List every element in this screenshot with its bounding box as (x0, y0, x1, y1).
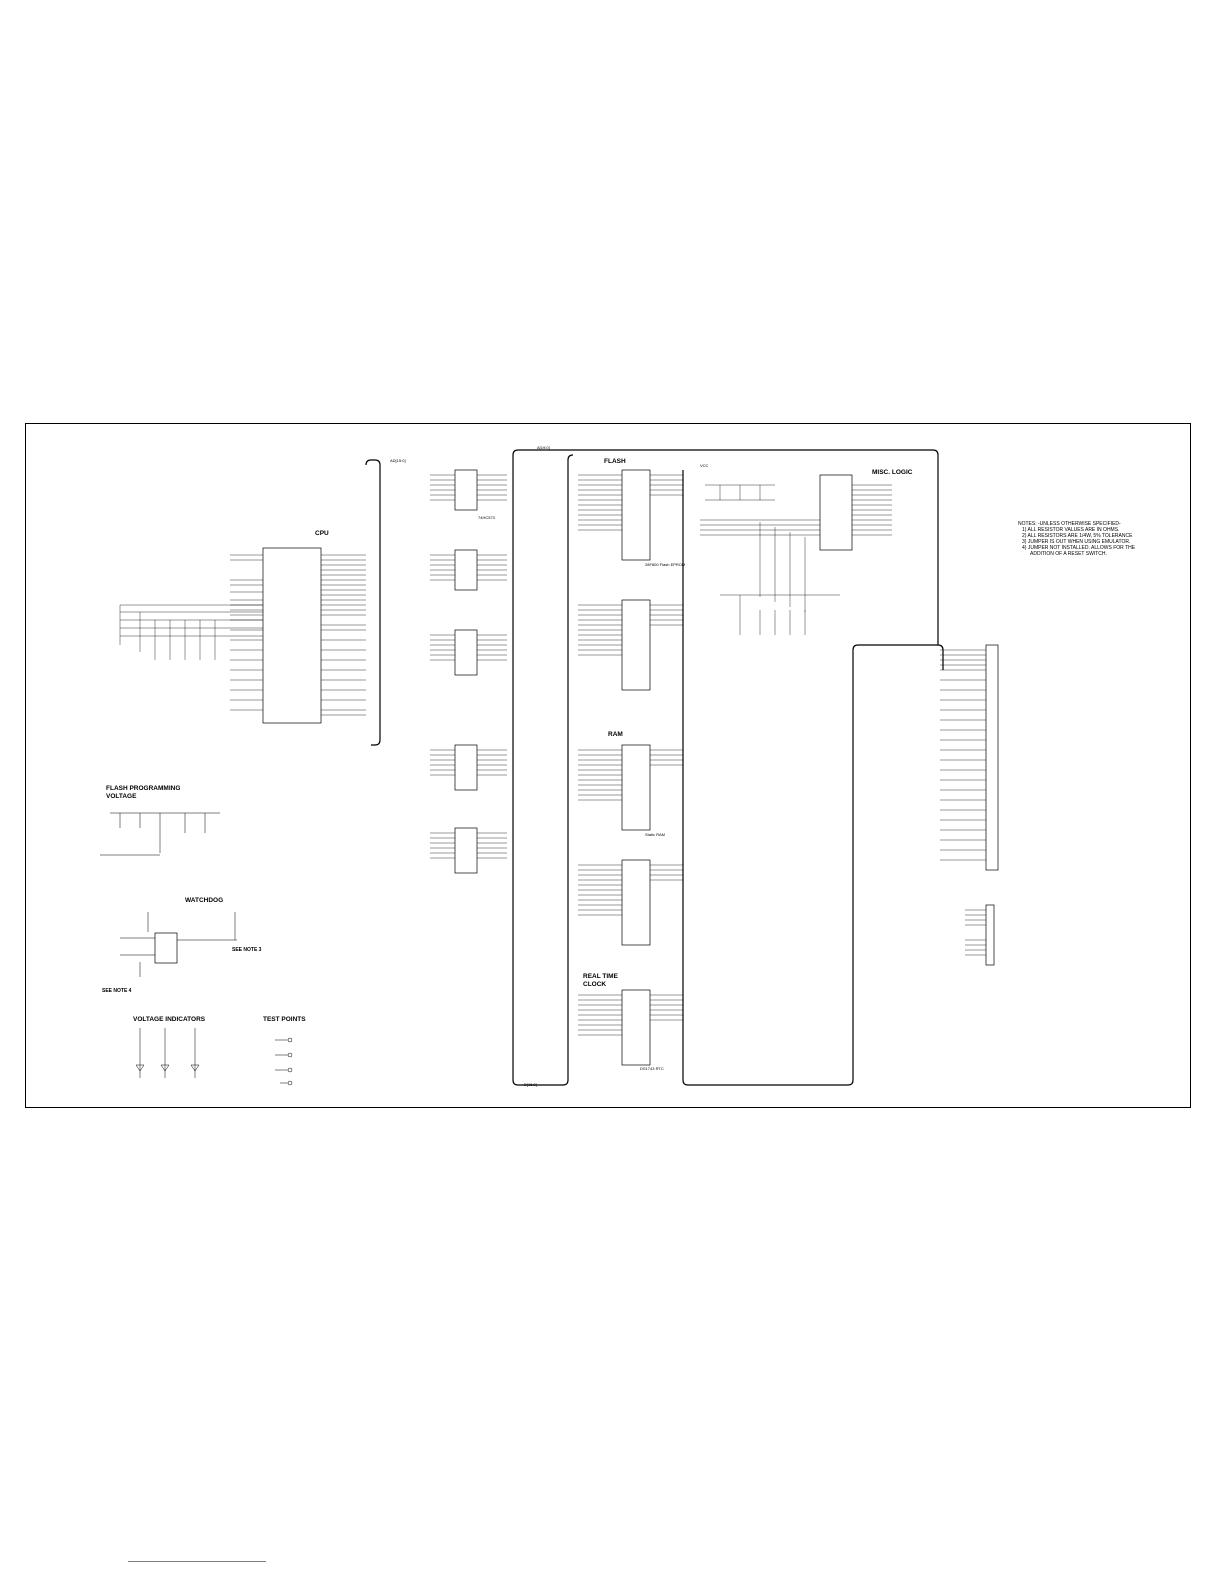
flash-programming-label-line2: VOLTAGE (106, 793, 137, 800)
cpu-chip (262, 547, 322, 724)
notes-block: NOTES: -UNLESS OTHERWISE SPECIFIED- 1) A… (1018, 521, 1135, 557)
note-item-3: 3) JUMPER IS OUT WHEN USING EMULATOR. (1022, 539, 1131, 545)
a-bus-line (512, 449, 939, 645)
flash-chip-1 (621, 469, 651, 561)
note-item-4-continuation: ADDITION OF A RESET SWITCH. (1030, 551, 1107, 557)
cpu-label: CPU (315, 530, 329, 537)
footer-link-line[interactable] (128, 1561, 266, 1562)
rtc-part-label: DS1743 RTC (640, 1066, 664, 1071)
latch-part-label: 74HC573 (478, 515, 495, 520)
watchdog-label: WATCHDOG (185, 897, 224, 904)
watchdog-chip (154, 932, 178, 964)
ad-bus-line (365, 459, 381, 746)
d-bus-line (682, 470, 944, 1086)
misc-logic-label: MISC. LOGIC (872, 469, 913, 476)
ram-chip-2 (621, 859, 651, 946)
test-points-label: TEST POINTS (263, 1016, 306, 1023)
ram-label: RAM (608, 731, 623, 738)
rtc-chip (621, 989, 651, 1066)
vcc-label: VCC (700, 463, 709, 468)
note-item-4: 4) JUMPER NOT INSTALLED. ALLOWS FOR THE (1022, 545, 1136, 551)
see-note-3-label: SEE NOTE 3 (232, 947, 262, 953)
flash-label: FLASH (604, 458, 626, 465)
notes-header: NOTES: -UNLESS OTHERWISE SPECIFIED- (1018, 521, 1121, 527)
voltage-indicators-label: VOLTAGE INDICATORS (133, 1016, 206, 1023)
note-item-1: 1) ALL RESISTOR VALUES ARE IN OHMS. (1022, 527, 1120, 533)
ad-bus-label: AD[15:0] (390, 458, 406, 463)
schematic-frame (25, 423, 1191, 1108)
connector-j2 (985, 904, 995, 966)
see-note-4-label: SEE NOTE 4 (102, 988, 132, 994)
ram-chip-1 (621, 744, 651, 831)
rtc-label-line2: CLOCK (583, 981, 607, 988)
misc-logic-chip (819, 474, 853, 551)
ram-part-label: Static RAM (645, 832, 666, 837)
a-bus-label: A[19:0] (537, 445, 550, 450)
connector-j1 (985, 644, 999, 871)
flash-chip-2 (621, 599, 651, 691)
flash-programming-label-line1: FLASH PROGRAMMING (106, 785, 181, 792)
flash-part-label: 28F800 Flash EPROM (645, 562, 686, 567)
d-bus-label: D[15:0] (524, 1082, 537, 1087)
note-item-2: 2) ALL RESISTORS ARE 1/4W, 5% TOLERANCE (1022, 533, 1133, 539)
rtc-label-line1: REAL TIME (583, 973, 618, 980)
